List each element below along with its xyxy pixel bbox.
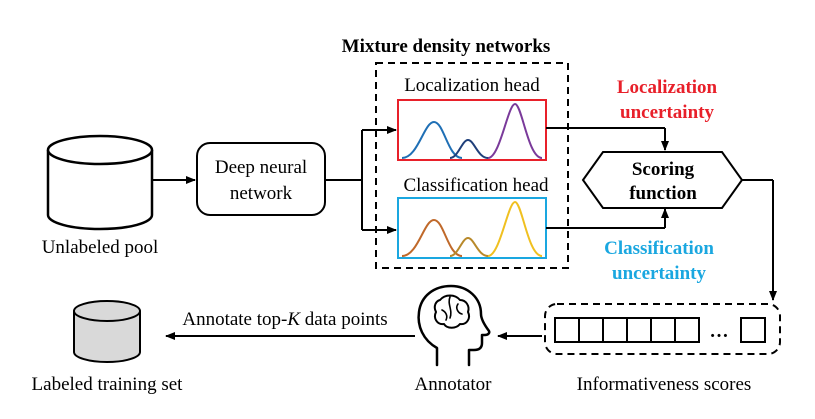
classification-gaussian-curves	[401, 200, 543, 257]
classification-uncertainty-line1: Classification	[604, 238, 714, 259]
scores-ellipsis: …	[710, 321, 729, 342]
annotator-label: Annotator	[414, 374, 492, 395]
classification-head-box	[397, 197, 547, 259]
scoring-function-line2: function	[629, 183, 697, 204]
deep-neural-network-box	[196, 142, 326, 216]
classification-head-label: Classification head	[403, 175, 549, 196]
loc-curve-1	[401, 120, 463, 159]
labeled-training-set-icon	[73, 300, 141, 363]
cls-curve-2	[449, 236, 489, 257]
informativeness-scores-label: Informativeness scores	[577, 374, 752, 395]
localization-gaussian-curves	[401, 102, 543, 159]
unlabeled-pool-label: Unlabeled pool	[42, 237, 159, 258]
localization-uncertainty-line1: Localization	[617, 77, 718, 98]
cls-curve-1	[401, 218, 463, 257]
informativeness-scores-container	[544, 303, 781, 355]
branch-arrows	[325, 126, 397, 234]
informativeness-score-cells	[554, 317, 766, 343]
arrow-scoring-to-scores	[742, 179, 777, 301]
localization-head-box	[397, 99, 547, 161]
classification-uncertainty-line2: uncertainty	[612, 263, 706, 284]
labeled-training-set-label: Labeled training set	[32, 374, 184, 395]
annotator-head-brain-icon	[417, 284, 491, 367]
mixture-density-networks-container	[375, 62, 569, 269]
annotate-top-k-label: Annotate top-K data points	[182, 309, 387, 330]
localization-uncertainty-line2: uncertainty	[620, 102, 714, 123]
scoring-function-line1: Scoring	[632, 159, 695, 180]
loc-curve-3	[487, 102, 543, 159]
deep-neural-network-label-line1: Deep neural	[215, 157, 307, 178]
deep-neural-network-label-line2: network	[230, 183, 293, 204]
cls-curve-3	[487, 200, 543, 257]
unlabeled-pool-icon	[46, 134, 154, 231]
title: Mixture density networks	[342, 36, 551, 57]
localization-head-label: Localization head	[404, 75, 540, 96]
arrows-to-scoring	[546, 127, 669, 229]
loc-curve-2	[449, 138, 489, 159]
